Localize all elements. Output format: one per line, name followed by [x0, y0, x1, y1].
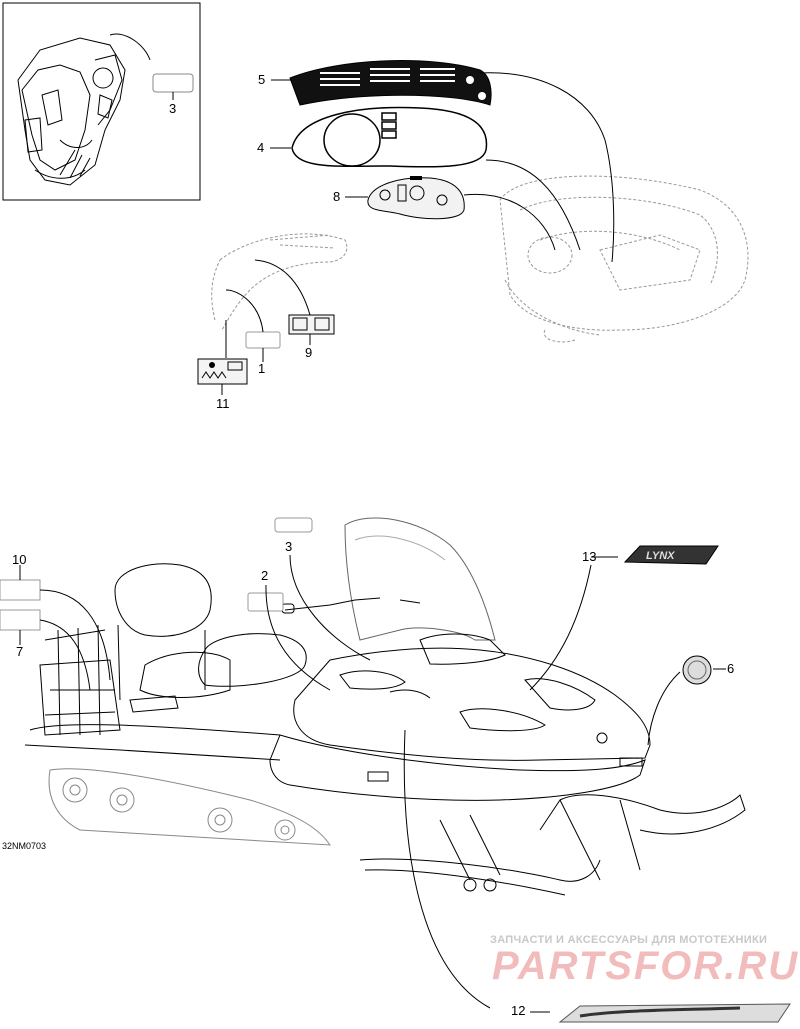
side-logo	[129, 695, 179, 713]
hood	[293, 647, 651, 761]
callout-4: 4	[257, 140, 265, 155]
svg-text:LYNX: LYNX	[646, 550, 675, 562]
callout-2: 2	[261, 568, 269, 583]
decal-7	[0, 609, 41, 631]
decal-13-lynx-logo: LYNX	[623, 545, 719, 565]
drawing-code: 32NM0703	[2, 841, 47, 851]
callout-7: 7	[16, 644, 24, 659]
decal-2	[247, 592, 284, 612]
callout-3-inset: 3	[169, 101, 177, 116]
seat	[198, 633, 307, 687]
lower-body	[269, 734, 646, 801]
callout-6: 6	[727, 661, 735, 676]
decal-4-gauge-bezel	[291, 106, 488, 168]
callout-12: 12	[511, 1003, 526, 1018]
callout-8: 8	[333, 189, 341, 204]
decal-8-switch-panel	[367, 176, 465, 220]
callout-13: 13	[582, 549, 597, 564]
decal-1	[245, 331, 281, 349]
decal-6-round-badge	[682, 655, 712, 685]
decal-3	[274, 517, 313, 533]
callout-11: 11	[216, 396, 230, 411]
decal-9	[288, 314, 335, 335]
rear-rack	[39, 659, 121, 736]
snowmobile-body	[24, 517, 746, 896]
decal-3-inset	[152, 73, 194, 93]
side-panel-dashed	[211, 233, 348, 331]
watermark-brand: PARTSFOR.RU	[492, 944, 800, 988]
leader-lines-top	[221, 72, 615, 395]
callout-10: 10	[12, 552, 27, 567]
dash-outline-dashed	[499, 175, 749, 343]
decal-12-lynx-stripe	[558, 1003, 791, 1023]
leader-lines-bottom	[19, 554, 726, 1013]
track	[48, 768, 331, 846]
watermark-tagline: ЗАПЧАСТИ И АКСЕССУАРЫ ДЛЯ МОТОТЕХНИКИ	[490, 934, 768, 946]
windshield	[344, 517, 496, 641]
decal-10	[0, 579, 41, 601]
callout-9: 9	[305, 345, 313, 360]
callout-5: 5	[258, 72, 266, 87]
dashboard-housing-sketch	[17, 33, 151, 186]
ski-right	[539, 794, 746, 835]
callout-3: 3	[285, 539, 293, 554]
inset-box	[2, 2, 201, 201]
decal-5-warning-strip	[289, 60, 492, 106]
ski-left	[359, 858, 601, 882]
backrest	[114, 563, 212, 637]
decal-11	[197, 358, 248, 385]
callout-1: 1	[258, 361, 266, 376]
